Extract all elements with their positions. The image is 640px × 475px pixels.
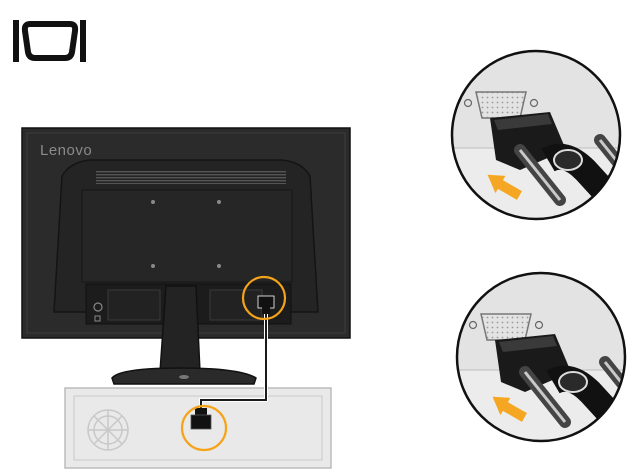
pc-port-highlight-icon <box>180 404 228 452</box>
monitor-vga-connector-icon <box>257 295 275 314</box>
vga-port-symbol-icon <box>13 20 86 62</box>
vent-grill <box>96 170 286 184</box>
monitor-brand-logo: Lenovo <box>40 142 93 159</box>
vesa-hole <box>151 200 155 204</box>
insert-arrow-icon <box>492 396 527 422</box>
insert-arrow-icon <box>487 174 522 200</box>
vesa-hole <box>217 264 221 268</box>
monitor-stand <box>111 285 257 385</box>
zoom-detail-top <box>450 49 622 221</box>
vesa-hole <box>217 200 221 204</box>
fan-grill-icon <box>87 409 129 451</box>
monitor-port-highlight-icon <box>241 275 287 321</box>
kensington-icon <box>94 315 101 322</box>
pc-vga-connector-icon <box>190 408 212 430</box>
zoom-detail-bottom <box>455 271 627 443</box>
lock-slot-icon <box>93 302 103 312</box>
vesa-hole <box>151 264 155 268</box>
vga-cable <box>199 312 268 410</box>
